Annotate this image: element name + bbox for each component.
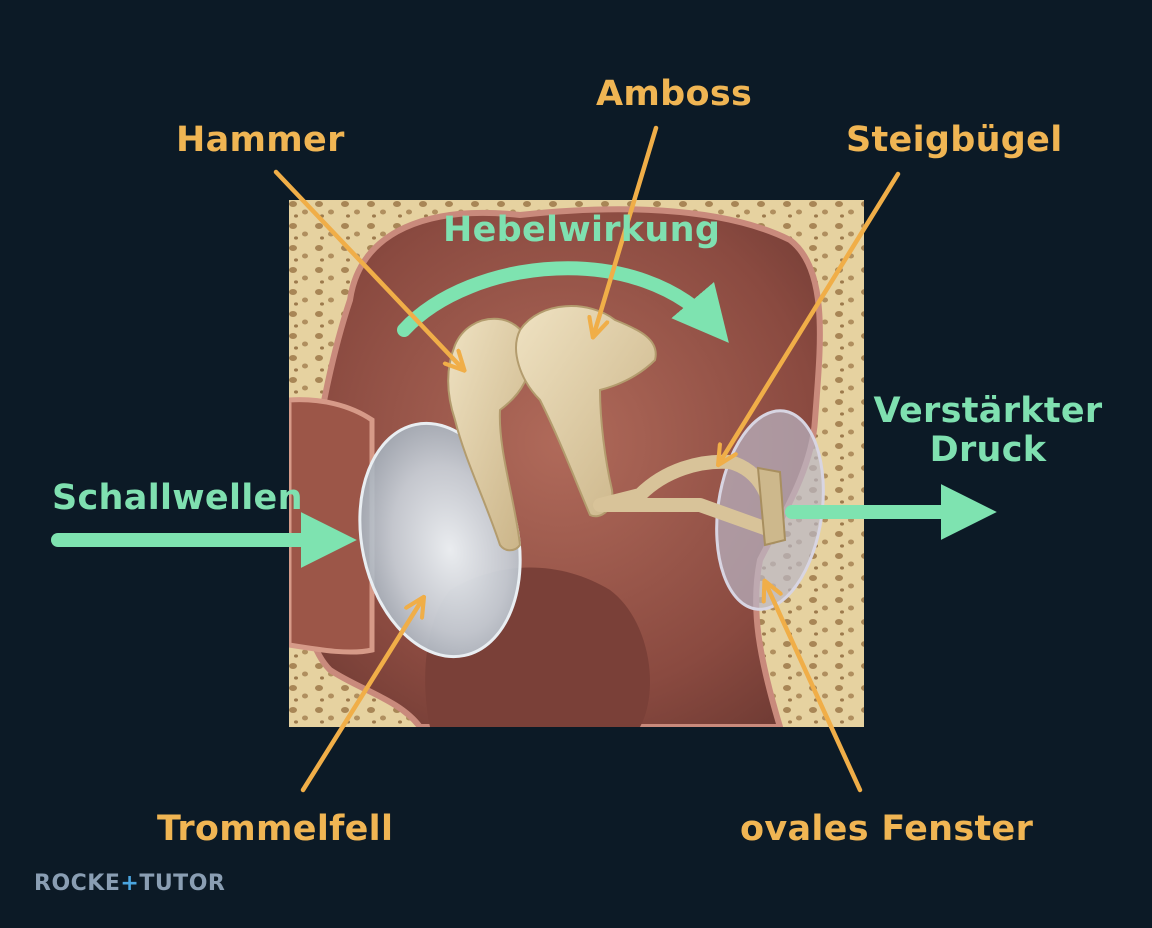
label-hammer: Hammer	[176, 120, 345, 160]
logo-text-end: TUTOR	[139, 871, 226, 896]
stapes-footplate	[756, 466, 787, 547]
label-trommelfell: Trommelfell	[157, 809, 394, 849]
leverage-arrow	[397, 261, 729, 343]
amboss-pointer-arrow	[594, 125, 659, 334]
logo-plus-icon: +	[120, 871, 140, 896]
steigbuegel-pointer-arrow	[720, 171, 901, 462]
anatomy-illustration	[289, 200, 864, 727]
ovales-fenster-pointer-arrow	[766, 584, 863, 793]
rocketutor-logo: ROCKE+TUTOR	[34, 871, 225, 896]
label-hebelwirkung: Hebelwirkung	[443, 210, 721, 250]
trommelfell-pointer-arrow	[300, 600, 422, 793]
label-steigbuegel: Steigbügel	[846, 120, 1063, 160]
label-verstaerkter-druck-line1: Verstärkter	[873, 391, 1103, 431]
incus-illustration	[515, 305, 657, 518]
label-ovales-fenster: ovales Fenster	[740, 809, 1034, 849]
hammer-pointer-arrow	[273, 169, 462, 368]
label-amboss: Amboss	[596, 74, 753, 114]
logo-text-start: ROCKE	[34, 871, 121, 896]
label-schallwellen: Schallwellen	[52, 478, 303, 518]
label-verstaerkter-druck-line2: Druck	[929, 430, 1047, 471]
label-verstaerkter-druck: Verstärkter Druck	[873, 391, 1103, 471]
